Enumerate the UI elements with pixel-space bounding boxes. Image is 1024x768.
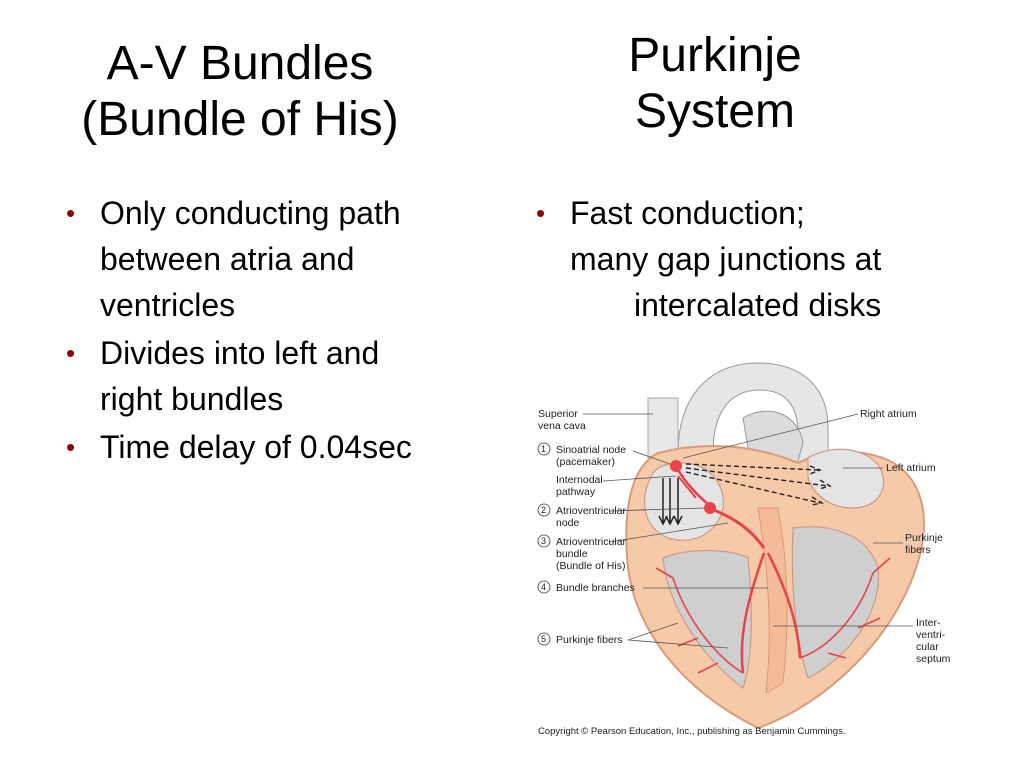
right-bundle-branch-shape <box>740 552 766 674</box>
sa-node-shape <box>670 460 682 472</box>
label-sinoatrial-node-2: (pacemaker) <box>556 456 615 468</box>
copyright-notice: Copyright © Pearson Education, Inc., pub… <box>538 726 845 737</box>
step-2-icon <box>537 503 551 517</box>
step-5-icon <box>537 632 551 646</box>
bullet-dot-icon: • <box>66 432 76 462</box>
bullet-item: • Only conducting path between atria and… <box>60 190 520 328</box>
title-av-bundles: A-V Bundles (Bundle of His) <box>40 36 440 148</box>
left-bundle-branch-shape <box>766 552 802 659</box>
step-3-icon <box>537 534 551 548</box>
step-3-number: 3 <box>541 536 546 546</box>
label-right-atrium: Right atrium <box>860 408 917 420</box>
label-septum-2: ventri- <box>916 629 946 641</box>
bullet-line: intercalated disks <box>634 287 882 323</box>
septum-shape <box>757 507 788 694</box>
title-purkinje-line1: Purkinje <box>628 29 802 82</box>
label-sinoatrial-node-1: Sinoatrial node <box>556 444 626 456</box>
step-2-number: 2 <box>541 505 546 515</box>
left-ventricle-chamber <box>791 526 880 679</box>
av-node-shape <box>704 502 716 514</box>
label-av-node-2: node <box>556 517 580 529</box>
bullet-line: Time delay of 0.04sec <box>100 429 412 465</box>
label-av-bundle-2: bundle <box>556 548 588 560</box>
step-5-number: 5 <box>541 634 546 644</box>
bullet-line: right bundles <box>100 381 284 417</box>
purkinje-fibers-shape <box>655 557 891 674</box>
down-arrow-icon <box>658 478 683 526</box>
label-internodal-pathway-1: Internodal <box>556 474 603 486</box>
bullet-item: • Divides into left and right bundles <box>60 330 520 422</box>
label-purkinje-fibers-right-2: fibers <box>905 544 931 556</box>
av-bundle-bullet-list: • Only conducting path between atria and… <box>60 190 520 472</box>
bullet-line: many gap junctions at <box>570 241 882 277</box>
label-septum-4: septum <box>916 653 951 665</box>
heart-conduction-diagram: Superior vena cava 1 Sinoatrial node (pa… <box>528 358 978 743</box>
label-septum-1: Inter- <box>916 617 941 629</box>
label-septum-3: cular <box>916 641 939 653</box>
label-superior-vena-cava-1: Superior <box>538 408 578 420</box>
left-atrium-chamber <box>807 448 885 509</box>
bundle-of-his-shape <box>713 508 766 549</box>
step-4-icon <box>537 580 551 594</box>
bullet-dot-icon: • <box>66 198 76 228</box>
leader-lines-right <box>682 413 913 627</box>
right-atrium-chamber <box>644 462 724 541</box>
heart-illustration: Superior vena cava 1 Sinoatrial node (pa… <box>537 362 951 737</box>
title-purkinje-system: Purkinje System <box>565 28 865 140</box>
purkinje-bullet-list: • Fast conduction; many gap junctions at… <box>530 190 1010 328</box>
internodal-pathway-shape <box>676 469 709 505</box>
title-av-bundles-line1: A-V Bundles <box>106 37 374 90</box>
step-1-icon <box>537 442 551 456</box>
bullet-line: Fast conduction; <box>570 195 805 231</box>
label-av-node-1: Atrioventricular <box>556 505 627 517</box>
step-4-number: 4 <box>541 582 546 592</box>
bullet-item: • Fast conduction; many gap junctions at… <box>530 190 1010 328</box>
label-bundle-branches: Bundle branches <box>556 582 635 594</box>
right-ventricle-chamber <box>662 549 752 689</box>
label-purkinje-fibers-right-1: Purkinje <box>905 532 943 544</box>
title-purkinje-line2: System <box>634 85 796 138</box>
step-1-number: 1 <box>541 444 546 454</box>
bullet-dot-icon: • <box>536 198 546 228</box>
label-superior-vena-cava-2: vena cava <box>538 420 586 432</box>
label-av-bundle-1: Atrioventricular <box>556 536 627 548</box>
leader-lines-left <box>583 413 768 649</box>
aorta-shape <box>677 362 829 469</box>
bullet-dot-icon: • <box>66 338 76 368</box>
bullet-line: ventricles <box>100 287 236 323</box>
bullet-line: Only conducting path <box>100 195 401 231</box>
label-av-bundle-3: (Bundle of His) <box>556 560 625 572</box>
bullet-line: between atria and <box>100 241 355 277</box>
title-av-bundles-line2: (Bundle of His) <box>81 93 399 146</box>
label-left-atrium: Left atrium <box>886 462 936 474</box>
bullet-line: Divides into left and <box>100 335 380 371</box>
to-left-atrium-arrow-icon <box>685 463 832 506</box>
label-purkinje-fibers-left: Purkinje fibers <box>556 634 623 646</box>
sa-to-av-arrow-icon <box>677 475 697 499</box>
bullet-item: • Time delay of 0.04sec <box>60 424 520 470</box>
label-internodal-pathway-2: pathway <box>556 486 596 498</box>
